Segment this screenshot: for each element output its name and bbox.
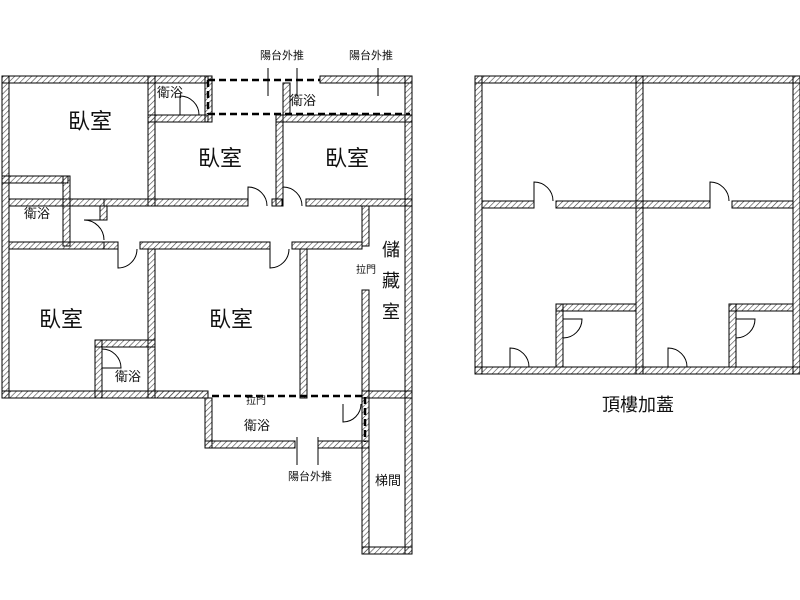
- room-label-bedroom: 臥室: [68, 110, 112, 135]
- balcony-label: 陽台外推: [288, 469, 332, 483]
- main-floor-labels: 臥室 臥室 臥室 臥室 臥室 衛浴 衛浴 衛浴 衛浴 衛浴 陽台外推 陽台外推 …: [24, 48, 401, 489]
- room-label-bathroom: 衛浴: [115, 370, 141, 385]
- room-label-bedroom: 臥室: [39, 308, 83, 333]
- balcony-label: 陽台外推: [260, 48, 304, 62]
- room-label-bathroom: 衛浴: [24, 207, 50, 222]
- room-label-bedroom: 臥室: [198, 147, 242, 172]
- roof-door-swings: [509, 181, 756, 368]
- balcony-label: 陽台外推: [349, 48, 393, 62]
- room-label-bathroom: 衛浴: [157, 86, 183, 101]
- sliding-door-label: 拉門: [246, 394, 266, 407]
- room-label-bathroom: 衛浴: [290, 94, 316, 109]
- main-floor-walls: [1, 75, 413, 555]
- storage-label-char-3: 室: [382, 302, 400, 323]
- room-label-bathroom: 衛浴: [244, 419, 270, 434]
- room-label-bedroom: 臥室: [325, 147, 369, 172]
- roof-addition-label: 頂樓加蓋: [602, 395, 674, 416]
- balcony-pointer-lines: [267, 68, 379, 465]
- door-swings: [83, 95, 362, 423]
- balcony-boundaries: [206, 78, 410, 442]
- door-swing-bath-top: [179, 95, 200, 116]
- sliding-door-label: 拉門: [356, 263, 376, 276]
- stairwell-label: 梯間: [375, 474, 401, 489]
- storage-label-char-1: 儲: [382, 240, 400, 261]
- roof-addition-walls: [474, 75, 800, 375]
- room-label-bedroom: 臥室: [209, 308, 253, 333]
- storage-label-char-2: 藏: [382, 271, 400, 292]
